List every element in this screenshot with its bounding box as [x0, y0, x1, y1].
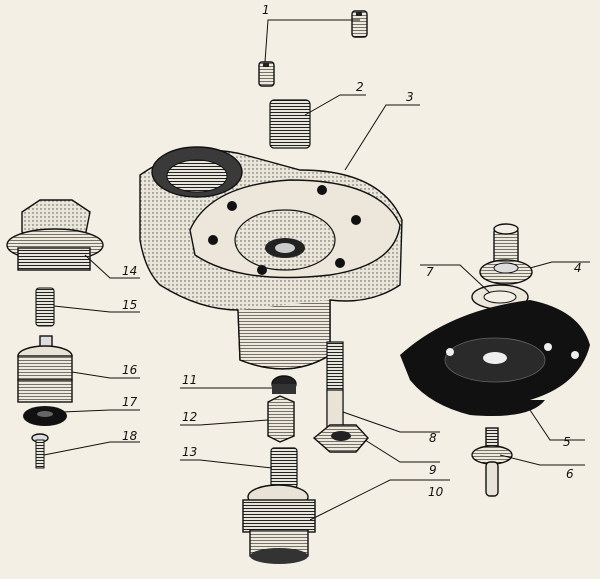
leader-lines: [43, 19, 590, 521]
part-12-hex-sleeve: [267, 395, 295, 443]
part-16-valve: [17, 335, 73, 403]
label-14: 14: [122, 264, 137, 278]
label-6: 6: [566, 467, 574, 481]
label-1: 1: [262, 3, 270, 17]
label-7: 7: [426, 265, 434, 279]
label-4: 4: [574, 261, 582, 275]
label-12: 12: [182, 410, 197, 424]
label-17: 17: [122, 395, 138, 409]
label-9: 9: [429, 463, 437, 477]
part-8-bolt: [326, 341, 344, 428]
label-3: 3: [406, 90, 414, 104]
part-14-plug: [6, 199, 104, 271]
label-5: 5: [563, 435, 571, 449]
label-10: 10: [428, 485, 444, 499]
part-15-spring: [35, 287, 55, 327]
label-8: 8: [429, 431, 437, 445]
part-11-cap: [271, 375, 297, 394]
part-1-sleeves: [258, 10, 368, 87]
part-4-fitting: [479, 223, 533, 285]
part-13-spring: [270, 447, 298, 489]
part-5-gasket: [400, 300, 590, 416]
part-17-washer: [23, 406, 67, 426]
label-13: 13: [182, 445, 197, 459]
part-2-spring: [269, 99, 311, 149]
label-11: 11: [182, 373, 197, 387]
part-18-screw: [31, 433, 49, 469]
label-18: 18: [122, 429, 138, 443]
label-16: 16: [122, 363, 138, 377]
part-3-housing: [139, 146, 403, 370]
part-6-fitting: [471, 427, 513, 497]
part-9-nut: [312, 424, 369, 453]
part-labels: 1 2 3 4 5 6 7 8 9 10 11 12 13 14 15 16 1…: [122, 3, 582, 499]
label-15: 15: [122, 298, 137, 312]
part-10-plug: [242, 484, 316, 564]
label-2: 2: [356, 80, 364, 94]
